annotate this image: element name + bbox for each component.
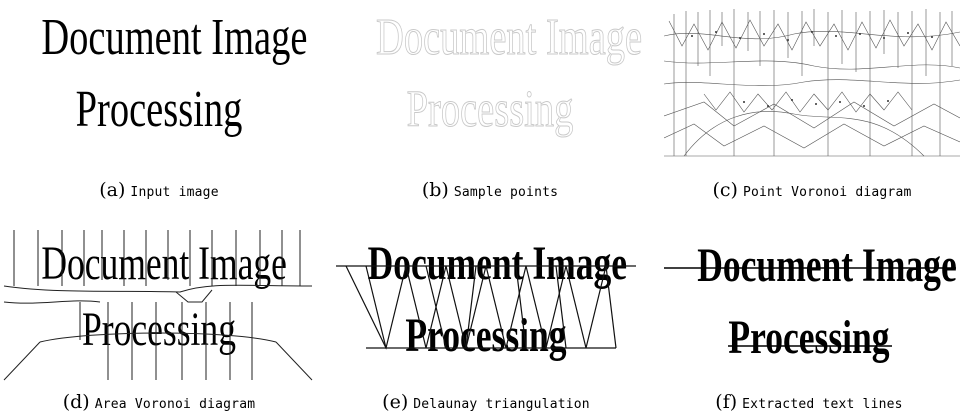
figure-text-line-1: Document Image (697, 239, 957, 292)
caption-b: (b) Sample points (336, 180, 644, 200)
caption-e-label: (e) (382, 391, 409, 413)
caption-c: (c) Point Voronoi diagram (664, 180, 960, 200)
extracted-lines-graphic (664, 267, 956, 347)
delaunay-figure: Document Image Processing (326, 230, 646, 382)
caption-f: (f) Extracted text lines (658, 392, 960, 412)
caption-c-label: (c) (712, 179, 738, 201)
area-voronoi-figure: Document Image Processing (0, 230, 318, 382)
figure-text-line-1: Document Image (41, 237, 287, 290)
figure-text-line-2: Processing (405, 309, 567, 362)
caption-e-text: Delaunay triangulation (413, 397, 590, 412)
sample-points-figure: Document Image Processing (336, 0, 644, 180)
caption-f-text: Extracted text lines (742, 397, 903, 412)
caption-b-label: (b) (421, 179, 449, 201)
figure-text-line-2: Processing (75, 81, 243, 138)
delaunay-graphic (336, 265, 636, 350)
input-image-figure: Document Image Processing (0, 0, 318, 180)
caption-a-label: (a) (99, 179, 126, 201)
caption-c-text: Point Voronoi diagram (742, 185, 912, 200)
area-voronoi-graphic (3, 230, 313, 381)
point-voronoi-figure (664, 6, 960, 168)
caption-a-text: Input image (130, 185, 219, 200)
caption-f-label: (f) (715, 391, 738, 413)
figure-text-line-1: Document Image (367, 237, 628, 290)
caption-d-text: Area Voronoi diagram (94, 397, 256, 412)
caption-d: (d) Area Voronoi diagram (0, 392, 318, 412)
figure-text-line-2: Processing (728, 311, 890, 364)
figure-text-line-1: Document Image (41, 9, 308, 66)
caption-e: (e) Delaunay triangulation (326, 392, 646, 412)
caption-a: (a) Input image (0, 180, 318, 200)
figure-text-line-1: Document Image (376, 9, 643, 66)
caption-b-text: Sample points (453, 185, 559, 200)
extracted-lines-figure: Document Image Processing (658, 230, 960, 382)
figure-text-line-2: Processing (406, 81, 574, 138)
point-voronoi-graphic (664, 9, 960, 157)
caption-d-label: (d) (62, 391, 90, 413)
